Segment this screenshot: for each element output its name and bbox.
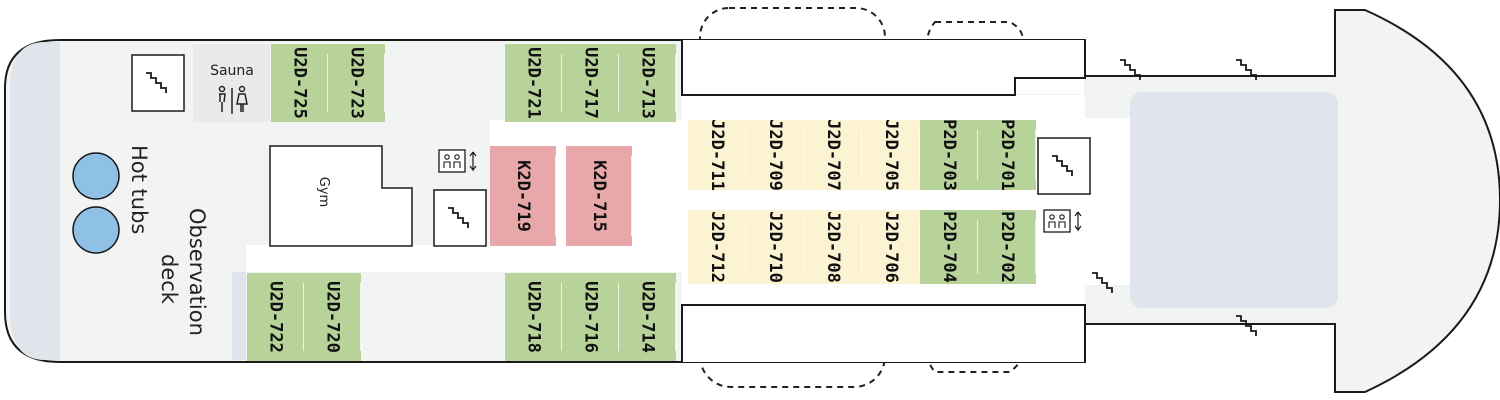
forward-area — [1130, 92, 1338, 308]
cabin-p2d-701[interactable]: P2D-701 — [978, 119, 1037, 191]
cabin-label: K2D-719 — [513, 160, 533, 232]
cabin-label: J2D-706 — [881, 211, 901, 283]
cabin-label: P2D-701 — [997, 119, 1017, 191]
hot-tub-1[interactable] — [72, 152, 120, 200]
cabin-label: J2D-712 — [707, 211, 727, 283]
cabin-u2d-720[interactable]: U2D-720 — [304, 273, 362, 361]
cabin-p2d-704[interactable]: P2D-704 — [920, 210, 979, 284]
observation-deck-area — [10, 42, 60, 360]
hot-tub-2[interactable] — [72, 206, 120, 254]
cabin-j2d-711[interactable]: J2D-711 — [688, 119, 747, 191]
cabin-u2d-717[interactable]: U2D-717 — [562, 44, 620, 122]
cabin-u2d-714[interactable]: U2D-714 — [619, 273, 677, 361]
stairs-icon-fwd — [1037, 137, 1091, 195]
gym-room[interactable] — [269, 145, 413, 247]
cabin-label: U2D-720 — [323, 281, 343, 353]
cabin-u2d-713[interactable]: U2D-713 — [619, 44, 677, 122]
stairs-icon-aft — [131, 54, 185, 112]
cabin-p2d-703[interactable]: P2D-703 — [920, 119, 979, 191]
cabin-label: P2D-703 — [939, 119, 959, 191]
cabin-k2d-719[interactable]: K2D-719 — [490, 146, 557, 246]
cabin-u2d-723[interactable]: U2D-723 — [328, 44, 386, 122]
restroom-icon — [218, 85, 248, 114]
cabin-label: J2D-707 — [823, 119, 843, 191]
cabin-u2d-722[interactable]: U2D-722 — [247, 273, 305, 361]
cabin-label: U2D-717 — [581, 47, 601, 119]
stairs-icon-bow-4 — [1236, 315, 1257, 336]
cabin-u2d-721[interactable]: U2D-721 — [505, 44, 563, 122]
cabin-j2d-712[interactable]: J2D-712 — [688, 210, 747, 284]
stairs-icon-bow-1 — [1120, 59, 1141, 80]
stairs-icon-bow-2 — [1236, 59, 1257, 80]
cabin-label: U2D-714 — [638, 281, 658, 353]
cabin-label: U2D-721 — [524, 47, 544, 119]
cabin-label: K2D-715 — [589, 160, 609, 232]
cabin-p2d-702[interactable]: P2D-702 — [978, 210, 1037, 284]
lifeboat-top-2 — [926, 21, 1024, 59]
cabin-label: U2D-718 — [524, 281, 544, 353]
cabin-j2d-705[interactable]: J2D-705 — [862, 119, 921, 191]
cabin-k2d-715[interactable]: K2D-715 — [566, 146, 633, 246]
elevator-icon-mid — [438, 149, 477, 173]
sauna-label: Sauna — [210, 63, 254, 79]
cabin-label: J2D-710 — [765, 211, 785, 283]
cabin-j2d-706[interactable]: J2D-706 — [862, 210, 921, 284]
stairs-icon-bow-3 — [1092, 272, 1113, 293]
cabin-label: U2D-716 — [581, 281, 601, 353]
cabin-label: U2D-725 — [290, 47, 310, 119]
cabin-label: U2D-723 — [347, 47, 367, 119]
gym-label: Gym — [316, 177, 331, 207]
cabin-label: P2D-704 — [939, 211, 959, 283]
stairs-icon-mid — [433, 189, 487, 247]
cabin-label: J2D-711 — [707, 119, 727, 191]
cabin-label: U2D-722 — [266, 281, 286, 353]
cabin-j2d-709[interactable]: J2D-709 — [746, 119, 805, 191]
cabin-u2d-718[interactable]: U2D-718 — [505, 273, 563, 361]
observation-deck-label-2: deck — [157, 254, 181, 305]
elevator-icon-fwd — [1043, 209, 1082, 233]
observation-deck-label-1: Observation — [185, 208, 209, 336]
cabin-u2d-716[interactable]: U2D-716 — [562, 273, 620, 361]
cabin-label: U2D-713 — [638, 47, 658, 119]
cabin-j2d-707[interactable]: J2D-707 — [804, 119, 863, 191]
cabin-j2d-708[interactable]: J2D-708 — [804, 210, 863, 284]
lifeboat-top-1 — [699, 7, 886, 67]
cabin-j2d-710[interactable]: J2D-710 — [746, 210, 805, 284]
cabin-label: J2D-709 — [765, 119, 785, 191]
cabin-u2d-725[interactable]: U2D-725 — [271, 44, 329, 122]
hot-tubs-label: Hot tubs — [127, 145, 151, 234]
cabin-label: J2D-708 — [823, 211, 843, 283]
cabin-label: J2D-705 — [881, 119, 901, 191]
cabin-label: P2D-702 — [997, 211, 1017, 283]
